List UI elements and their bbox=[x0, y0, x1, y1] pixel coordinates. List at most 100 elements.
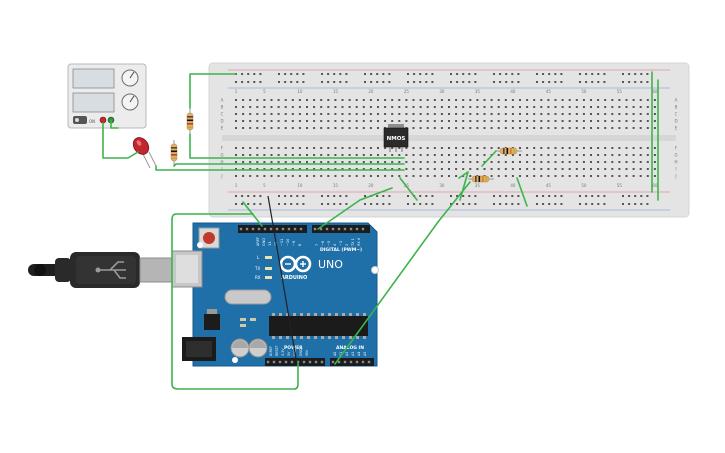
svg-text:13: 13 bbox=[268, 242, 272, 246]
wire-black[interactable] bbox=[267, 195, 298, 365]
resistor-r2[interactable] bbox=[170, 140, 178, 166]
row-letter: A bbox=[675, 98, 678, 103]
column-number: 25 bbox=[404, 89, 410, 94]
resistor-r1[interactable] bbox=[186, 108, 194, 134]
row-letter: D bbox=[220, 119, 223, 124]
mosfet-nmos[interactable]: NMOS bbox=[383, 124, 409, 152]
infinity-logo-icon bbox=[279, 255, 312, 273]
svg-text:A0: A0 bbox=[333, 352, 337, 356]
column-number: 40 bbox=[510, 183, 516, 188]
row-letter: H bbox=[220, 160, 223, 165]
row-letter: I bbox=[675, 167, 676, 172]
column-number: 45 bbox=[546, 183, 552, 188]
power-supply[interactable]: ON bbox=[67, 63, 147, 129]
column-number: 15 bbox=[333, 89, 339, 94]
row-letter: B bbox=[675, 105, 678, 110]
svg-text:~11: ~11 bbox=[280, 239, 284, 246]
column-number: 55 bbox=[617, 89, 623, 94]
usb-cable[interactable] bbox=[28, 252, 173, 288]
wire-psu-to-led bbox=[102, 122, 139, 159]
column-number: 10 bbox=[297, 183, 303, 188]
column-number: 30 bbox=[439, 183, 445, 188]
svg-text:RX: RX bbox=[255, 275, 261, 280]
column-number: 35 bbox=[475, 183, 481, 188]
column-number: 15 bbox=[333, 183, 339, 188]
column-number: 20 bbox=[368, 89, 374, 94]
svg-text:GND: GND bbox=[262, 238, 266, 246]
row-letter: A bbox=[221, 98, 224, 103]
column-number: 1 bbox=[235, 89, 238, 94]
breadboard[interactable]: 1155101015152020252530303535404045455050… bbox=[208, 62, 690, 218]
power-label: POWER bbox=[284, 345, 303, 351]
svg-text:TX 1: TX 1 bbox=[351, 238, 355, 247]
svg-text:5V: 5V bbox=[287, 351, 291, 356]
svg-text:A2: A2 bbox=[345, 352, 349, 356]
svg-text:~9: ~9 bbox=[292, 241, 296, 246]
svg-text:A4: A4 bbox=[357, 352, 361, 356]
resistor-r3[interactable] bbox=[496, 147, 522, 155]
knob-icon[interactable] bbox=[121, 69, 139, 111]
breadboard-holes bbox=[235, 73, 656, 205]
row-letter: G bbox=[674, 153, 677, 158]
column-number: 20 bbox=[368, 183, 374, 188]
column-number: 5 bbox=[263, 89, 266, 94]
row-letter: C bbox=[221, 112, 224, 117]
svg-text:IOREF: IOREF bbox=[269, 346, 273, 356]
row-letter: B bbox=[221, 105, 224, 110]
wire-led-to-row bbox=[155, 165, 405, 171]
svg-text:7: 7 bbox=[315, 244, 319, 246]
column-number: 50 bbox=[581, 183, 587, 188]
column-number: 40 bbox=[510, 89, 516, 94]
svg-text:A3: A3 bbox=[351, 352, 355, 356]
row-letter: D bbox=[674, 119, 677, 124]
column-number: 35 bbox=[475, 89, 481, 94]
wire-r2-row bbox=[173, 163, 405, 167]
row-letter: F bbox=[675, 146, 678, 151]
column-number: 50 bbox=[581, 89, 587, 94]
row-letter: C bbox=[675, 112, 678, 117]
column-number: 1 bbox=[235, 183, 238, 188]
wire-arduino-digital bbox=[317, 187, 393, 230]
wire-jumper-c bbox=[516, 177, 528, 207]
wire-analog bbox=[334, 181, 471, 365]
row-letter: J bbox=[674, 174, 676, 179]
wire-r3-jumper bbox=[481, 150, 497, 167]
svg-text:RESET: RESET bbox=[275, 344, 279, 356]
wire-gnd-loop bbox=[171, 213, 299, 390]
row-letter: F bbox=[221, 146, 224, 151]
svg-text:~10: ~10 bbox=[286, 239, 290, 246]
led-red[interactable] bbox=[130, 135, 157, 169]
wire-psu-positive bbox=[110, 73, 237, 129]
svg-text:~5: ~5 bbox=[327, 241, 331, 246]
svg-text:4: 4 bbox=[333, 243, 337, 246]
status-leds: L TX RX bbox=[254, 255, 272, 280]
arduino-uno[interactable]: AREF GND 13 12 ~11 ~10 ~9 8 7 ~6 ~5 4 ~3… bbox=[28, 222, 379, 367]
svg-text:~6: ~6 bbox=[321, 241, 325, 246]
svg-text:A1: A1 bbox=[339, 352, 343, 356]
wire-r1-to-row bbox=[189, 133, 405, 159]
svg-text:8: 8 bbox=[298, 244, 302, 246]
model-text: UNO bbox=[318, 258, 343, 271]
logo-text: ARDUINO bbox=[281, 275, 307, 281]
svg-text:TX: TX bbox=[254, 266, 260, 271]
svg-text:AREF: AREF bbox=[256, 237, 260, 246]
row-letter: I bbox=[221, 167, 222, 172]
column-number: 55 bbox=[617, 183, 623, 188]
wire-jumper-a bbox=[399, 177, 418, 201]
reset-button-icon[interactable] bbox=[198, 227, 220, 249]
resistor-r4[interactable] bbox=[468, 175, 494, 183]
row-letter: G bbox=[220, 153, 223, 158]
row-letter: E bbox=[675, 126, 678, 131]
wires[interactable] bbox=[102, 71, 659, 390]
svg-text:ON: ON bbox=[89, 119, 95, 124]
analog-label: ANALOG IN bbox=[336, 345, 364, 351]
svg-text:2: 2 bbox=[345, 244, 349, 246]
svg-text:~3: ~3 bbox=[339, 241, 343, 246]
svg-text:GND: GND bbox=[299, 348, 303, 356]
digital-label: DIGITAL (PWM~) bbox=[320, 247, 362, 253]
column-number: 60 bbox=[652, 89, 658, 94]
svg-text:RX 0: RX 0 bbox=[357, 238, 361, 246]
